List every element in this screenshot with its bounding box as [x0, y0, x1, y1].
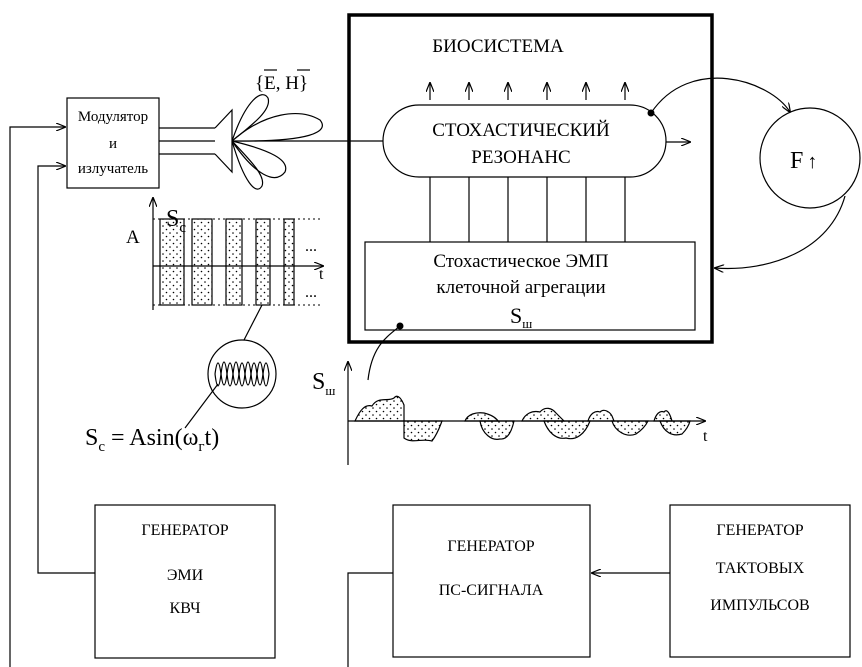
noise-lobe-1 — [354, 395, 405, 422]
noise-lobe-5 — [521, 407, 566, 422]
noise-lobe-6 — [543, 420, 591, 440]
noise-lobe-4 — [479, 420, 515, 440]
noise-lobe-10 — [659, 420, 691, 436]
generator-ehf-label-2: ЭМИ — [167, 567, 204, 584]
signal-burst — [283, 218, 295, 306]
biosystem-box — [347, 13, 714, 344]
generator-clock-label-2: ТАКТОВЫХ — [716, 560, 805, 577]
noise-lobe-3 — [464, 412, 500, 422]
generator-clock-label-1: ГЕНЕРАТОР — [716, 522, 803, 539]
magnifier-sine-upper — [214, 362, 270, 386]
ps-output-line — [347, 572, 393, 667]
biosystem-title: БИОСИСТЕМА — [432, 36, 564, 57]
resonance-label-1: СТОХАСТИЧЕСКИЙ — [432, 120, 610, 141]
aggregation-symbol: Sш — [510, 303, 532, 331]
f-node — [759, 107, 861, 209]
noise-x-axis-label: t — [703, 428, 708, 445]
feedback-arrow-to-aggregation — [715, 195, 846, 268]
generator-ps-label-2: ПС-СИГНАЛА — [439, 582, 544, 599]
signal-formula: Sc = Asin(ωгt) — [85, 425, 219, 455]
generator-ehf-label-3: КВЧ — [170, 600, 201, 617]
generator-ehf-box — [94, 504, 276, 659]
aggregation-tap-line — [367, 325, 401, 381]
modulator-label-3: излучатель — [78, 161, 148, 177]
signal-bursts — [159, 218, 295, 306]
noise-lobe-2 — [403, 420, 443, 442]
emission-arrows — [430, 83, 625, 100]
modulator-label-2: и — [109, 136, 117, 152]
aggregation-label-2: клеточной агрегации — [436, 277, 605, 298]
radiation-lobes — [231, 94, 323, 190]
magnifier-pointer — [243, 304, 263, 341]
signal-burst — [225, 218, 243, 306]
f-node-label: F↑ — [790, 148, 817, 174]
noise-lobe-8 — [611, 420, 649, 436]
feedback-arrow-to-f — [650, 77, 790, 113]
generator-clock-box — [669, 504, 851, 658]
signal-burst — [159, 218, 185, 306]
modulator-label-1: Модулятор — [78, 109, 148, 125]
signal-continuation-lower: ... — [305, 284, 317, 301]
emitter-horn — [159, 108, 233, 174]
generator-ps-box — [392, 504, 591, 658]
resonance-label-2: РЕЗОНАНС — [471, 147, 570, 168]
ehf-to-modulator-line — [37, 166, 95, 574]
noise-lobe-7 — [587, 409, 615, 422]
field-label: {E, H} — [255, 73, 308, 94]
signal-burst — [191, 218, 213, 306]
formula-pointer — [184, 383, 219, 429]
generator-clock-label-3: ИМПУЛЬСОВ — [710, 597, 809, 614]
signal-y-axis-label: A — [126, 227, 140, 248]
aggregation-label-1: Стохастическое ЭМП — [433, 251, 609, 272]
signal-continuation-upper: ... — [305, 238, 317, 255]
modulator-box — [66, 97, 160, 189]
noise-symbol: Sш — [312, 369, 335, 398]
generator-ps-label-1: ГЕНЕРАТОР — [447, 538, 534, 555]
signal-x-axis-label: t — [319, 266, 324, 283]
cell-aggregation-box — [364, 241, 696, 331]
magnifier-circle — [207, 339, 277, 409]
noise-lobe-9 — [653, 410, 673, 422]
magnifier-sine-lower — [214, 361, 270, 387]
coupling-lines — [429, 177, 626, 242]
ps-to-modulator-line — [9, 127, 65, 667]
generator-ehf-label-1: ГЕНЕРАТОР — [141, 522, 228, 539]
signal-burst — [255, 218, 271, 306]
